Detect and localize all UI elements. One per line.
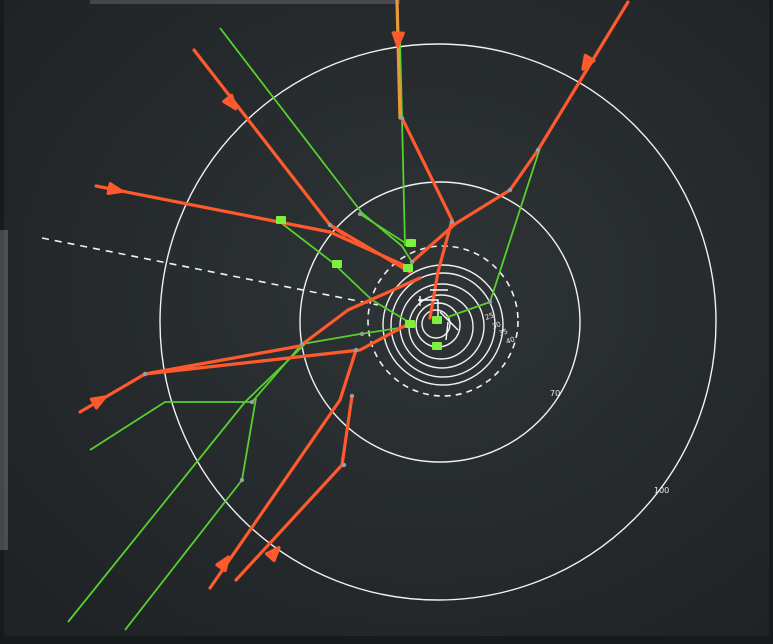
arrowhead-icon [581, 53, 596, 71]
runway-line-1 [418, 299, 439, 318]
route-segment-9 [359, 213, 411, 247]
range-ring-100 [159, 43, 717, 601]
aircraft-tags [276, 216, 442, 350]
ring-label-100: 100 [654, 486, 669, 495]
arrowhead-icon [265, 545, 281, 563]
ring-label-40: 40 [505, 335, 516, 346]
arrowhead-icon [222, 93, 238, 111]
range-ring-70 [299, 181, 581, 463]
ring-label-25: 25 [484, 311, 495, 322]
range-ring-40 [382, 264, 504, 386]
route-segment-7 [67, 343, 306, 623]
route-segment-6 [89, 325, 413, 451]
waypoint-dot-icon [341, 462, 347, 468]
waypoint-dot-icon [409, 259, 415, 265]
inbound-track-9 [328, 223, 347, 237]
holding-boundary-dashed [367, 245, 519, 397]
range-ring-core [421, 309, 451, 339]
waypoint-dot-icon [449, 219, 455, 225]
arrowhead-icon [89, 395, 107, 410]
range-rings [159, 43, 717, 601]
screen-surface [4, 0, 769, 636]
runway-line-4 [445, 321, 449, 341]
waypoint-dot-icon [353, 347, 359, 353]
ring-label-70: 70 [550, 389, 560, 398]
arrowhead-icon [391, 31, 405, 48]
waypoint-dot-icon [327, 222, 333, 228]
ring-label-30: 30 [491, 320, 502, 331]
runway-line-3 [439, 311, 459, 331]
aircraft-tag-icon[interactable] [406, 239, 416, 247]
waypoint-dot-icon [142, 371, 148, 377]
aircraft-tag-icon[interactable] [432, 316, 442, 324]
waypoint-dot-icon [239, 477, 245, 483]
waypoint-dot-icon [535, 147, 541, 153]
route-segment-5 [279, 221, 333, 263]
inbound-track-5 [78, 276, 422, 414]
extended-centreline [41, 237, 379, 306]
waypoint-dot-icon [357, 211, 363, 217]
top-edge-glare [90, 0, 400, 4]
ambient-reflection [0, 230, 8, 550]
waypoint-dot-icon [359, 331, 365, 337]
runway-structure [418, 289, 459, 341]
range-ring-35 [390, 272, 496, 378]
aircraft-tag-icon[interactable] [432, 342, 442, 350]
range-ring-30 [399, 283, 485, 369]
aircraft-tag-icon[interactable] [403, 264, 413, 272]
waypoint-dot-icon [299, 341, 305, 347]
waypoint-dot-icon [399, 115, 405, 121]
aircraft-tag-icon[interactable] [332, 260, 342, 268]
inbound-track-7 [208, 348, 358, 590]
inbound-track-amber [395, 0, 402, 120]
aircraft-tag-icon[interactable] [405, 320, 415, 328]
waypoint-dot-icon [507, 187, 513, 193]
inbound-track-4 [400, 116, 454, 320]
arrowhead-icon [106, 182, 124, 196]
route-segment-1 [219, 27, 413, 263]
waypoints [142, 115, 541, 483]
waypoint-dot-icon [487, 299, 493, 305]
inbound-track-2 [94, 184, 412, 270]
waypoint-dot-icon [249, 399, 255, 405]
inbound-track-6 [143, 320, 414, 376]
aircraft-tag-icon[interactable] [276, 216, 286, 224]
waypoint-dot-icon [349, 393, 355, 399]
arrowhead-icon [215, 555, 231, 573]
ring-label-35: 35 [498, 327, 509, 338]
